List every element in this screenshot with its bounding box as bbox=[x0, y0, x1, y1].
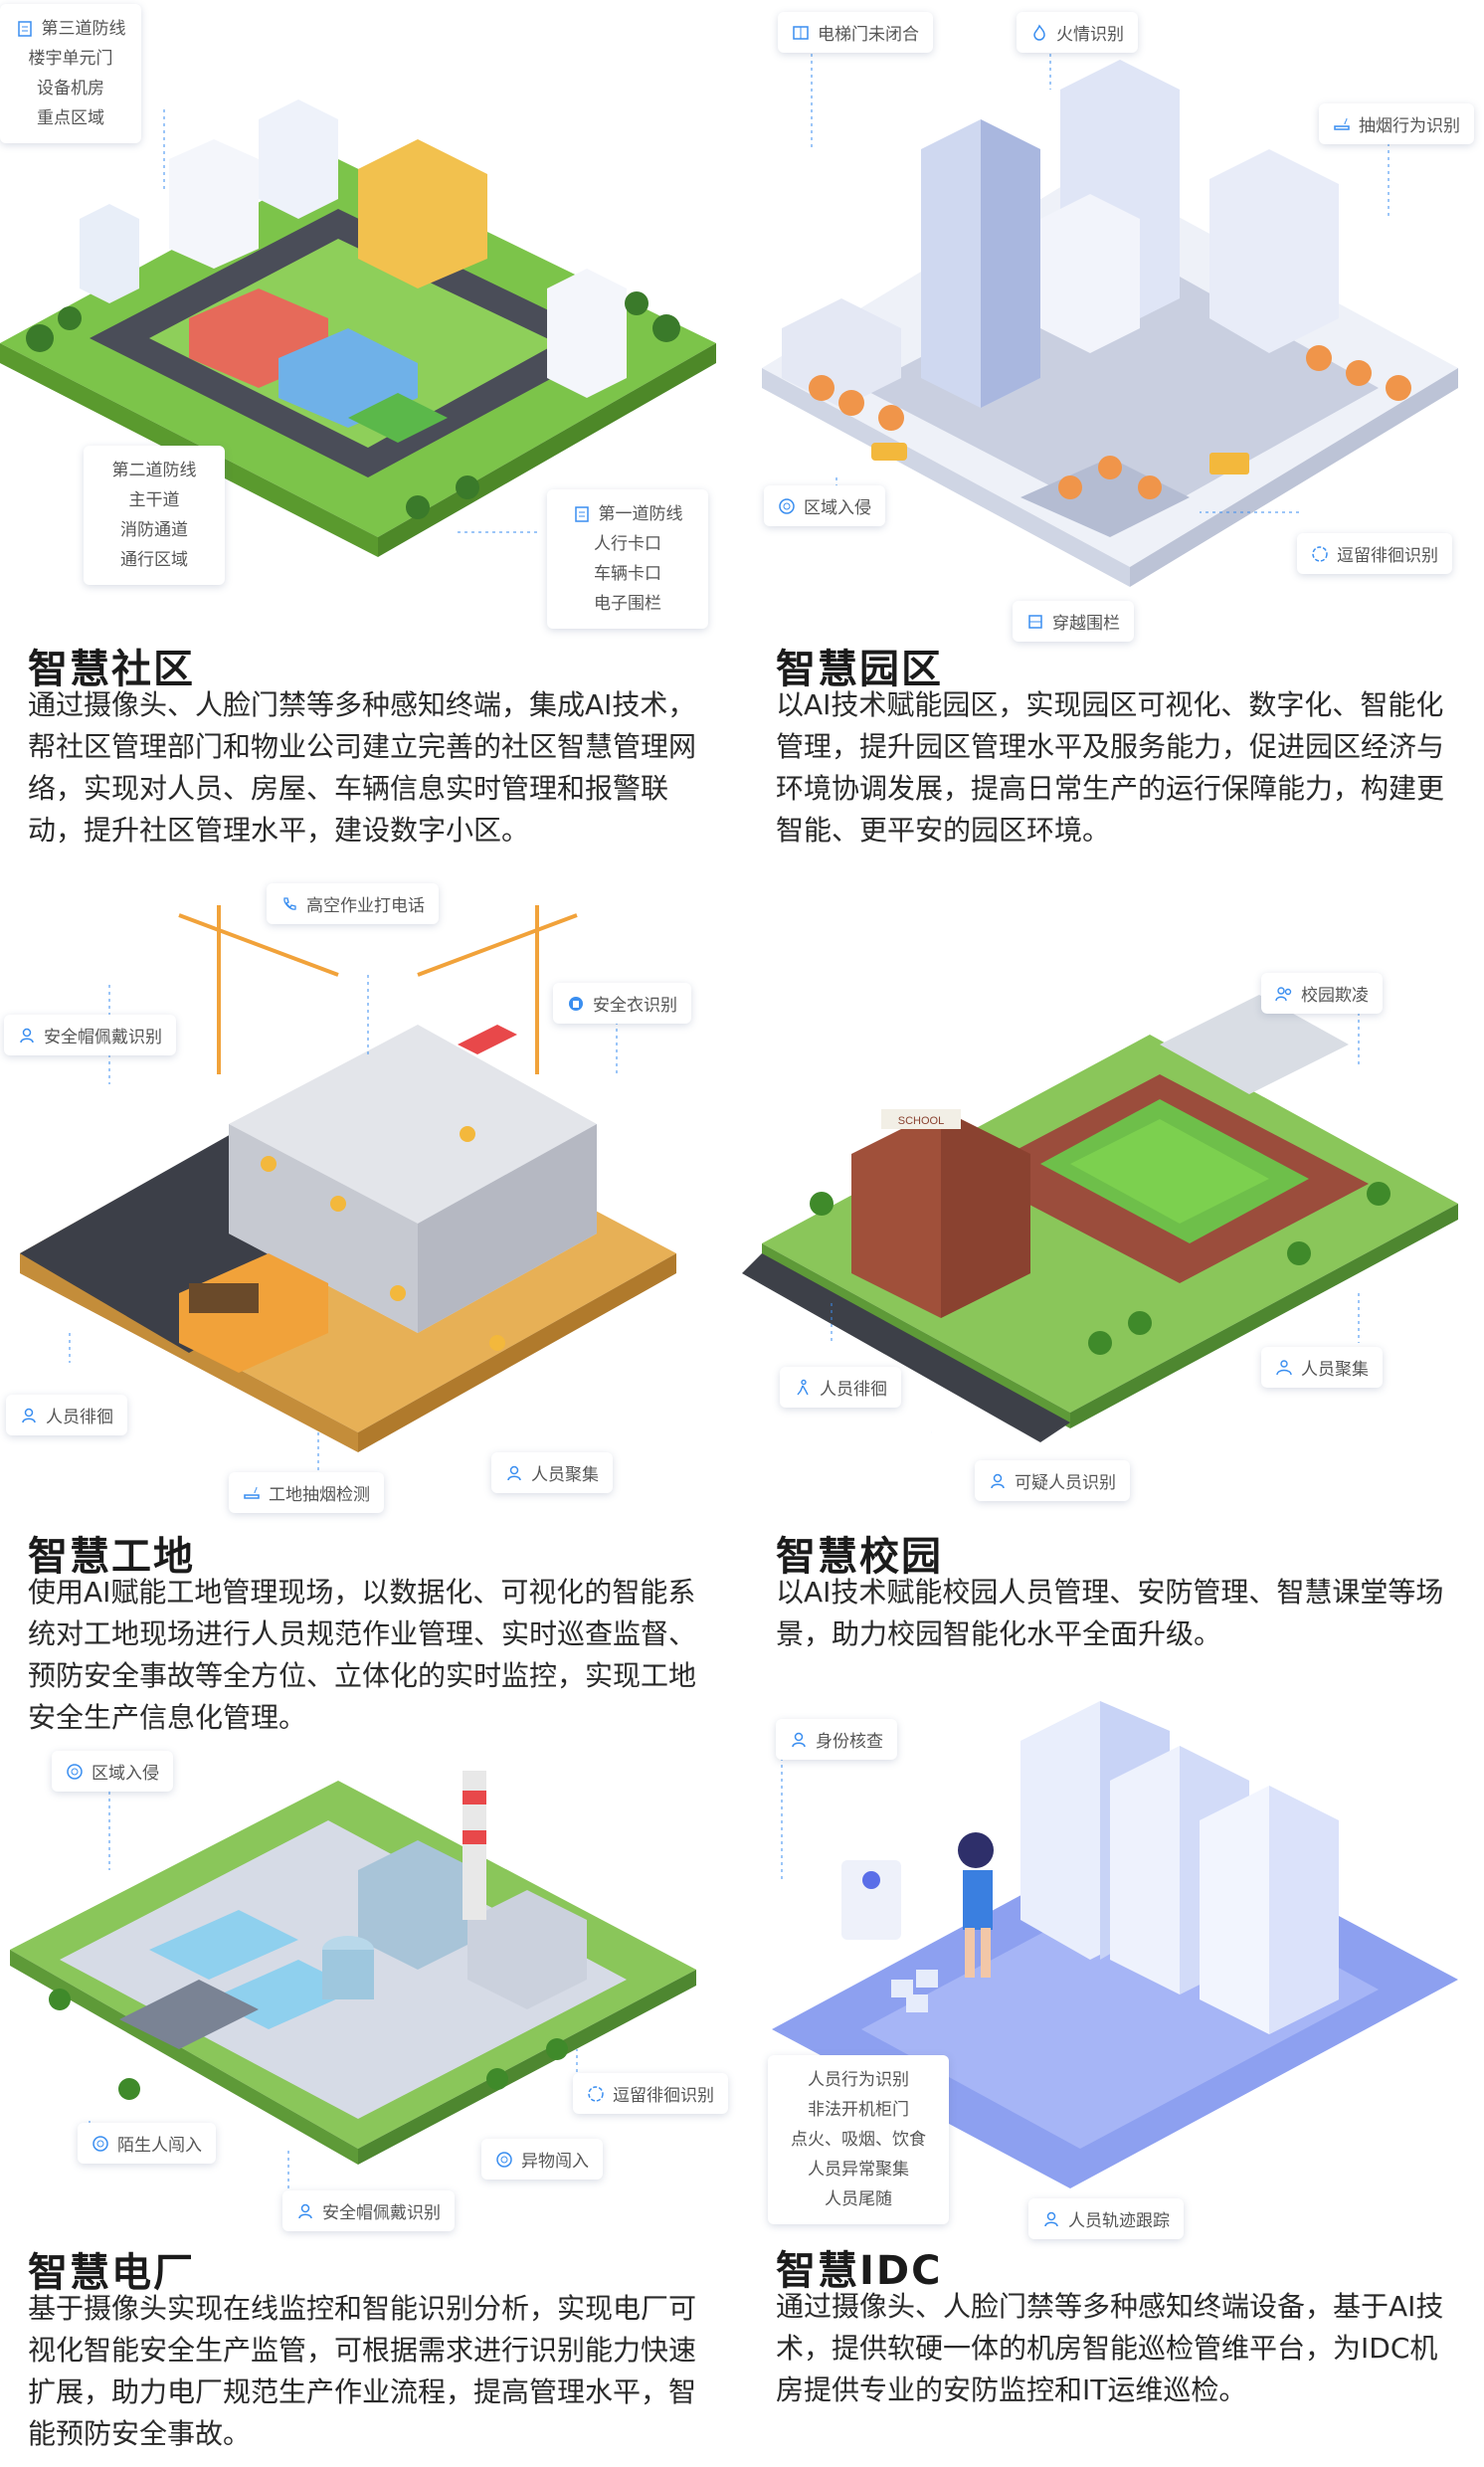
cigarette-icon bbox=[1334, 117, 1350, 130]
fire-icon bbox=[1033, 23, 1045, 41]
person-icon bbox=[1044, 2211, 1058, 2226]
tag-campus-bullying: 校园欺凌 bbox=[1261, 973, 1383, 1014]
panel-smart-community: 第三道防线 楼宇单元门 设备机房 重点区域 第二道防线 主干道 消防通道 通行区… bbox=[0, 0, 742, 895]
panel-title: 智慧社区 bbox=[28, 647, 195, 692]
person-icon bbox=[22, 1408, 36, 1423]
tag-area-intrusion: 区域入侵 bbox=[764, 485, 885, 526]
id-icon bbox=[792, 1732, 806, 1747]
tag-smoking-detection: 抽烟行为识别 bbox=[1319, 103, 1474, 144]
panel-description: 基于摄像头实现在线监控和智能识别分析，实现电厂可视化智能安全生产监管，可根据需求… bbox=[28, 2292, 697, 2450]
tag-safety-vest: 安全衣识别 bbox=[553, 983, 691, 1024]
panel-title: 智慧园区 bbox=[776, 647, 943, 692]
target-icon bbox=[93, 2135, 108, 2152]
panel-description: 以AI技术赋能园区，实现园区可视化、数字化、智能化管理，提升园区管理水平及服务能… bbox=[776, 688, 1445, 847]
panel-description: 通过摄像头、人脸门禁等多种感知终端，集成AI技术，帮社区管理部门和物业公司建立完… bbox=[28, 688, 697, 847]
panel-description: 使用AI赋能工地管理现场，以数据化、可视化的智能系统对工地现场进行人员规范作业管… bbox=[28, 1576, 697, 1734]
document-icon bbox=[574, 506, 589, 522]
panel-smart-campus: SCHOOL 校园欺凌 人员徘徊 人员聚集 可疑人员识别 智慧校园 以AI技术赋… bbox=[742, 875, 1484, 1751]
tag-behavior-recognition: 人员行为识别 非法开机柜门 点火、吸烟、饮食 人员异常聚集 人员尾随 bbox=[768, 2055, 949, 2224]
tag-foreign-object: 异物闯入 bbox=[481, 2139, 603, 2180]
panel-title: 智慧校园 bbox=[776, 1534, 943, 1580]
tag-trajectory-tracking: 人员轨迹跟踪 bbox=[1028, 2198, 1184, 2239]
panel-title: 智慧IDC bbox=[776, 2248, 943, 2294]
tag-helmet-detection: 安全帽佩戴识别 bbox=[282, 2190, 455, 2231]
phone-icon bbox=[283, 896, 296, 910]
tag-third-defense-line: 第三道防线 楼宇单元门 设备机房 重点区域 bbox=[0, 4, 141, 143]
panel-smart-construction: 高空作业打电话 安全衣识别 安全帽佩戴识别 人员徘徊 工地抽烟检测 人员聚集 智… bbox=[0, 875, 742, 1751]
panel-description: 以AI技术赋能校园人员管理、安防管理、智慧课堂等场景，助力校园智能化水平全面升级… bbox=[776, 1576, 1444, 1650]
walk-icon bbox=[797, 1379, 809, 1395]
tag-person-loitering: 人员徘徊 bbox=[6, 1395, 127, 1435]
tag-site-smoking: 工地抽烟检测 bbox=[229, 1472, 384, 1513]
fence-icon bbox=[1028, 614, 1042, 629]
bully-icon bbox=[1275, 986, 1292, 1001]
panel-smart-power-plant: 区域入侵 逗留徘徊识别 陌生人闯入 异物闯入 安全帽佩戴识别 智慧电厂 基于摄像… bbox=[0, 1751, 742, 2467]
community-illustration bbox=[0, 99, 716, 557]
tag-fence-crossing: 穿越围栏 bbox=[1013, 601, 1134, 642]
tag-loitering: 逗留徘徊识别 bbox=[573, 2073, 728, 2114]
target-icon bbox=[779, 497, 795, 514]
panel-smart-idc: 身份核查 人员行为识别 非法开机柜门 点火、吸烟、饮食 人员异常聚集 人员尾随 … bbox=[742, 1671, 1484, 2467]
power-plant-illustration bbox=[10, 1771, 696, 2188]
school-sign: SCHOOL bbox=[898, 1115, 944, 1127]
tag-person-loitering: 人员徘徊 bbox=[780, 1367, 901, 1408]
cigarette-icon bbox=[244, 1486, 260, 1499]
panel-description: 通过摄像头、人脸门禁等多种感知终端设备，基于AI技术，提供软硬一体的机房智能巡检… bbox=[776, 2290, 1444, 2406]
construction-illustration bbox=[20, 905, 676, 1472]
tag-fire-detection: 火情识别 bbox=[1017, 12, 1138, 53]
tag-identity-check: 身份核查 bbox=[776, 1719, 897, 1760]
tag-suspicious-person: 可疑人员识别 bbox=[975, 1460, 1130, 1501]
tag-crowd-gathering: 人员聚集 bbox=[1261, 1347, 1383, 1388]
vest-icon bbox=[569, 996, 583, 1011]
person-icon bbox=[507, 1465, 521, 1480]
panel-title: 智慧电厂 bbox=[28, 2250, 195, 2296]
person-icon bbox=[298, 2203, 312, 2218]
person-icon bbox=[991, 1473, 1005, 1488]
group-icon bbox=[1276, 1359, 1292, 1375]
wander-icon bbox=[588, 2085, 604, 2102]
elevator-icon bbox=[793, 25, 809, 40]
panel-title: 智慧工地 bbox=[28, 1534, 195, 1580]
document-icon bbox=[17, 21, 32, 37]
park-illustration bbox=[762, 40, 1458, 587]
tag-area-intrusion: 区域入侵 bbox=[52, 1751, 173, 1792]
panel-smart-park: 电梯门未闭合 火情识别 抽烟行为识别 区域入侵 逗留徘徊识别 穿越围栏 智慧园区… bbox=[742, 0, 1484, 895]
target-icon bbox=[67, 1763, 83, 1780]
tag-loitering: 逗留徘徊识别 bbox=[1297, 533, 1452, 574]
tag-elevator-door: 电梯门未闭合 bbox=[778, 12, 933, 53]
tag-second-defense-line: 第二道防线 主干道 消防通道 通行区域 bbox=[84, 446, 225, 585]
wander-icon bbox=[1312, 545, 1328, 562]
tag-high-altitude-phone: 高空作业打电话 bbox=[267, 883, 439, 924]
tag-first-defense-line: 第一道防线 人行卡口 车辆卡口 电子围栏 bbox=[547, 489, 708, 629]
target-icon bbox=[496, 2151, 512, 2168]
campus-illustration: SCHOOL bbox=[742, 985, 1458, 1442]
tag-crowd-gathering: 人员聚集 bbox=[491, 1452, 613, 1493]
person-icon bbox=[20, 1028, 34, 1043]
tag-helmet-detection: 安全帽佩戴识别 bbox=[4, 1015, 176, 1055]
tag-stranger-intrusion: 陌生人闯入 bbox=[78, 2123, 216, 2164]
